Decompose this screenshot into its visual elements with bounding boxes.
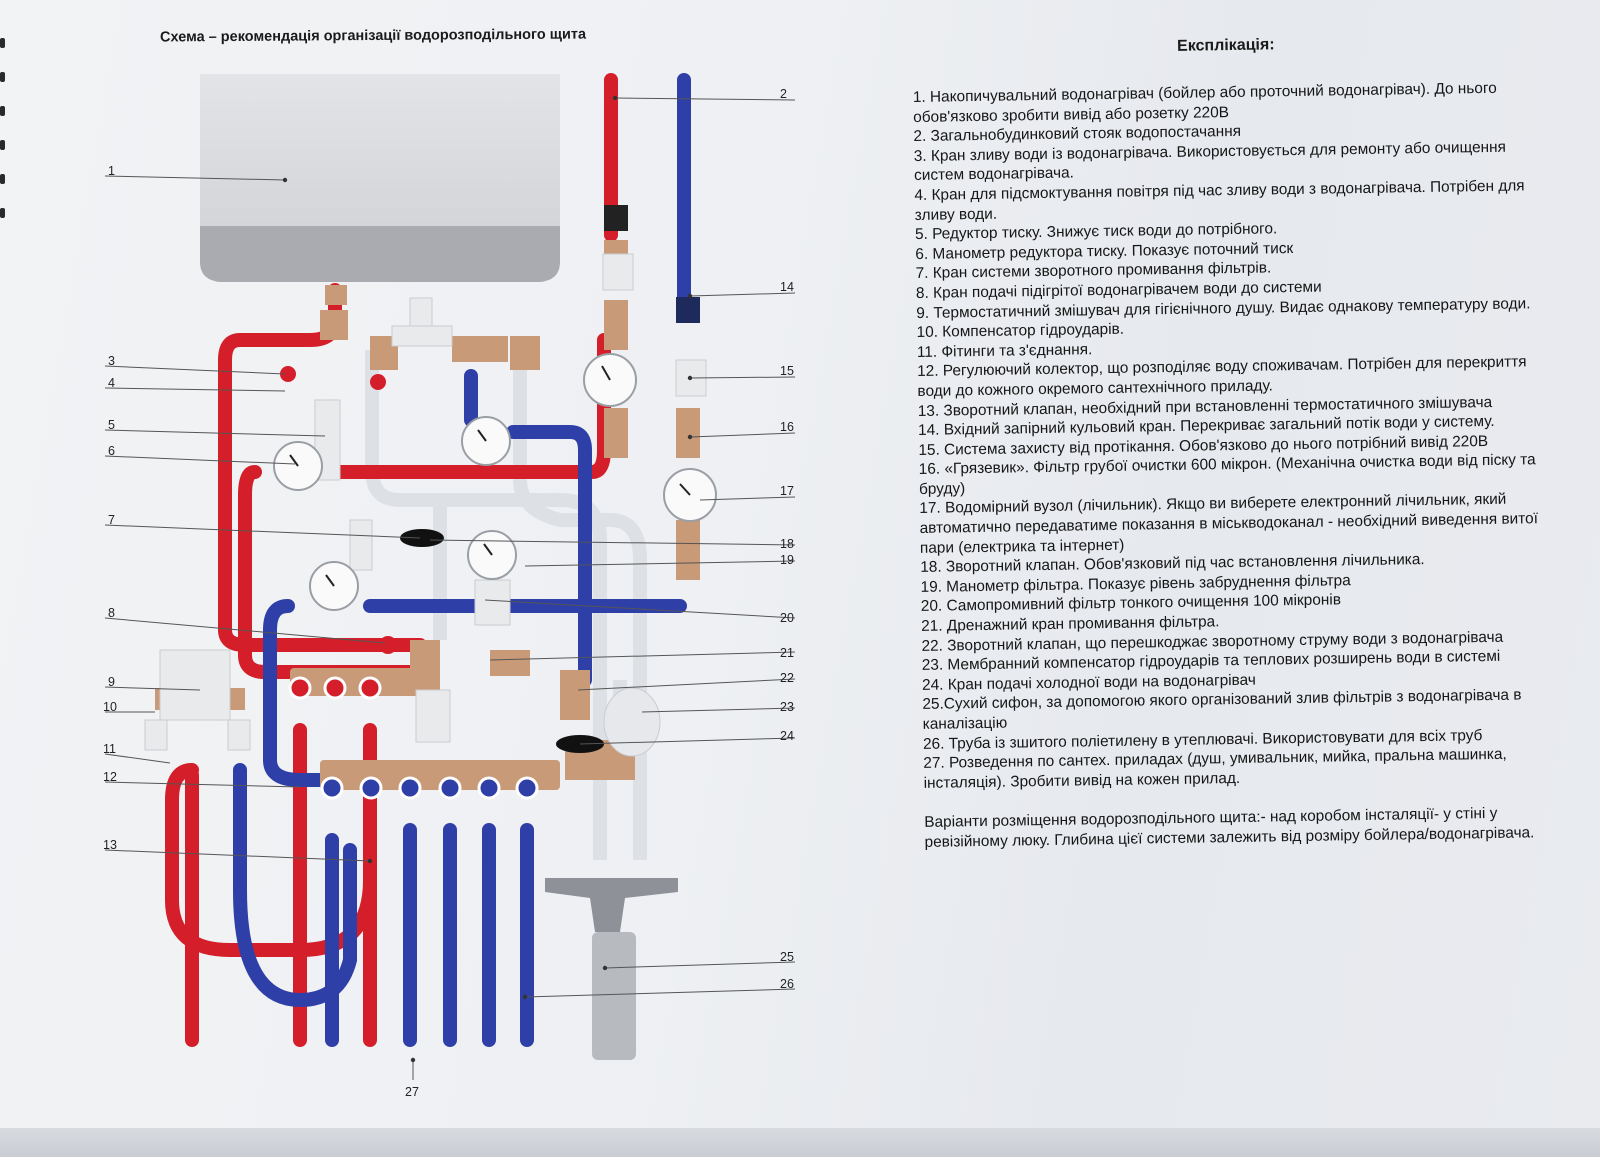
callout-23: 23 — [780, 700, 794, 714]
callout-27: 27 — [405, 1085, 419, 1099]
leader-lines — [104, 97, 796, 1080]
callout-14: 14 — [780, 280, 794, 294]
placement-note: Варіанти розміщення водорозподільного щи… — [924, 805, 1535, 852]
callout-20: 20 — [780, 611, 794, 625]
callout-24: 24 — [780, 729, 794, 743]
callout-16: 16 — [780, 420, 794, 434]
callout-13: 13 — [103, 838, 117, 852]
callout-5: 5 — [108, 418, 115, 432]
callout-22: 22 — [780, 671, 794, 685]
binding-holes — [0, 0, 8, 1157]
callout-10: 10 — [103, 700, 117, 714]
callout-17: 17 — [780, 484, 794, 498]
manifold-ports — [288, 676, 539, 800]
white-components — [144, 253, 707, 751]
callout-2: 2 — [780, 87, 787, 101]
callout-26: 26 — [780, 977, 794, 991]
gauge-needles — [289, 365, 691, 587]
callout-11: 11 — [103, 742, 116, 756]
callout-19: 19 — [780, 553, 794, 567]
leader-dots — [282, 95, 693, 1063]
callout-18: 18 — [780, 537, 794, 551]
dry-siphon — [545, 878, 678, 1060]
legend-item: 17. Водомірний вузол (лічильник). Якщо в… — [919, 491, 1539, 557]
page-bottom-edge — [0, 1128, 1600, 1157]
cold-pipes — [233, 73, 691, 1047]
callout-7: 7 — [108, 513, 115, 527]
callout-6: 6 — [108, 444, 115, 458]
boiler — [200, 74, 560, 282]
callout-4: 4 — [108, 376, 115, 390]
callout-21: 21 — [780, 646, 794, 660]
water-distribution-diagram — [104, 73, 796, 1080]
legend-panel: Експлікація: 1. Накопичувальний водонагр… — [912, 32, 1565, 853]
expansion-tank — [603, 687, 661, 757]
callout-9: 9 — [108, 675, 115, 689]
callout-1: 1 — [108, 164, 115, 178]
callout-15: 15 — [780, 364, 794, 378]
callout-3: 3 — [108, 354, 115, 368]
callout-25: 25 — [780, 950, 794, 964]
legend-title: Експлікація: — [1176, 36, 1275, 55]
callout-12: 12 — [103, 770, 117, 784]
callout-8: 8 — [108, 606, 115, 620]
legend-list: 1. Накопичувальний водонагрівач (бойлер … — [913, 78, 1564, 793]
diagram-title: Схема – рекомендація організації водороз… — [159, 26, 587, 46]
pressure-gauges — [273, 353, 717, 611]
